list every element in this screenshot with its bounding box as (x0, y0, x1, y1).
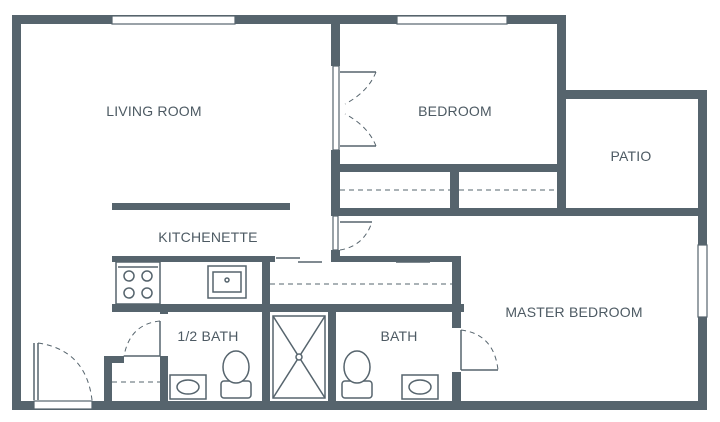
living-room-label: LIVING ROOM (106, 103, 202, 119)
bedroom-label: BEDROOM (418, 103, 492, 119)
master-bedroom-label: MASTER BEDROOM (505, 304, 642, 320)
bath-sink-icon (401, 374, 439, 400)
master-bedroom-window (697, 244, 708, 318)
bedroom-window (396, 15, 508, 25)
bath-fixtures (169, 315, 439, 400)
windows (33, 15, 708, 410)
half-bath-sink-icon (169, 374, 207, 400)
interior-walls (104, 24, 707, 410)
stove-icon (115, 261, 161, 305)
entry-threshold (33, 400, 93, 410)
kitchenette-label: KITCHENETTE (158, 229, 257, 245)
kitchen-fixtures (115, 261, 247, 305)
shower-icon (272, 315, 326, 399)
living-room-window (111, 15, 236, 25)
half-bath-label: 1/2 BATH (177, 328, 238, 344)
half-bath-toilet-icon (220, 350, 252, 399)
bath-label: BATH (380, 328, 417, 344)
bath-toilet-icon (341, 350, 373, 399)
room-labels: LIVING ROOM BEDROOM PATIO KITCHENETTE MA… (106, 103, 651, 344)
patio-label: PATIO (611, 148, 652, 164)
doors (33, 65, 696, 401)
